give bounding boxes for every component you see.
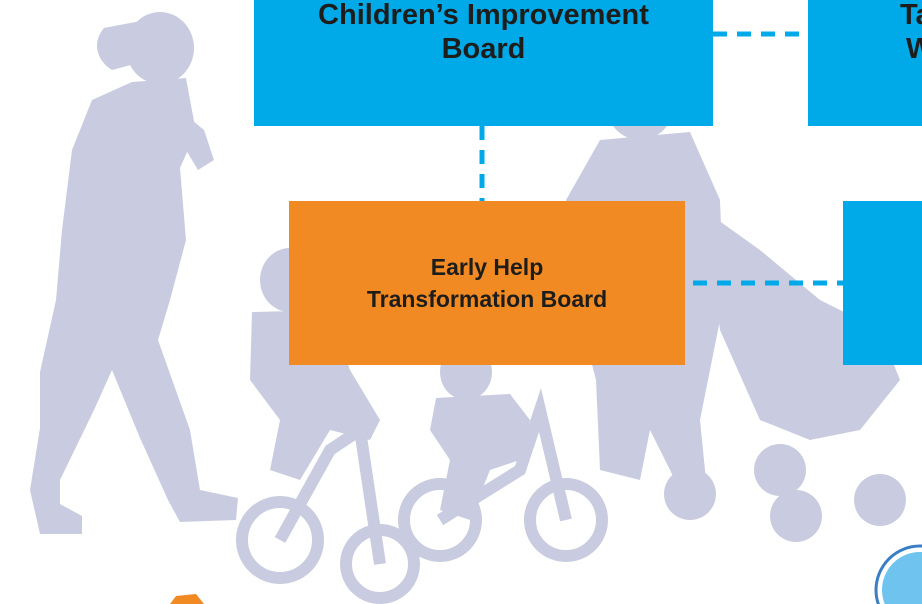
top-right-board-line1: Ta [900,0,922,31]
childrens-improvement-board-line2: Board [441,33,526,65]
second-balance-bike-icon [398,388,608,562]
circle-badge-icon [874,544,922,604]
early-help-line2: Transformation Board [366,286,608,312]
top-right-board-box: Ta W [808,0,922,126]
top-right-board-line2: W [906,33,922,65]
adult-silhouette [30,12,238,534]
childrens-improvement-board-box: Children’s Improvement Board [254,0,713,126]
early-help-transformation-board-box: Early Help Transformation Board [289,201,685,365]
balance-bike-icon [236,419,420,604]
stroller-icon [664,444,906,542]
orange-corner-icon [170,594,204,604]
dashed-connectors [479,31,843,286]
middle-right-board-box [843,201,922,365]
early-help-line1: Early Help [430,254,544,280]
family-silhouette-illustration [30,12,906,604]
childrens-improvement-board-line1: Children’s Improvement [318,0,649,31]
